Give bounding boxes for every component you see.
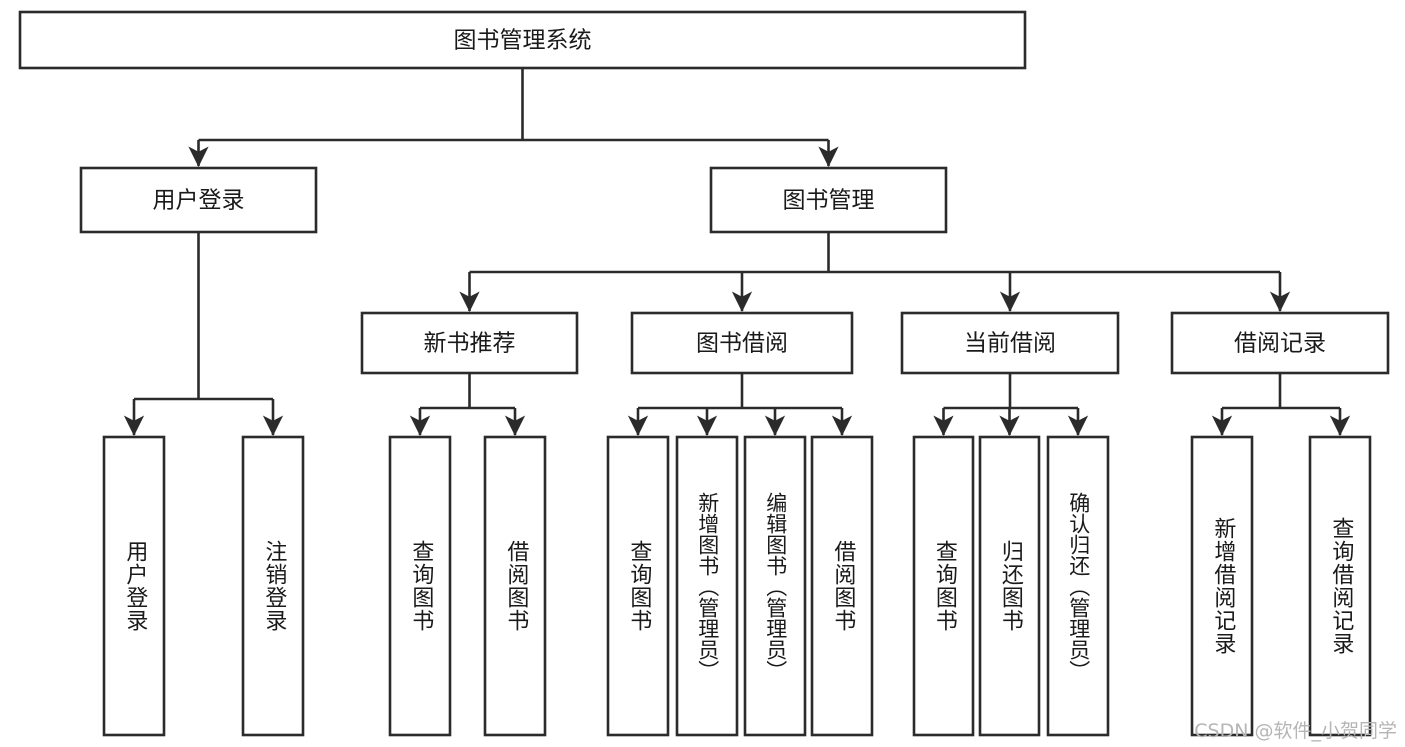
node-box-book-management[interactable] xyxy=(709,166,948,234)
node-box-leaf-return-book[interactable] xyxy=(978,435,1041,737)
node-box-leaf-user-logout[interactable] xyxy=(241,435,305,737)
node-box-borrow-record[interactable] xyxy=(1170,311,1390,375)
node-label-user-login: 用户登录 xyxy=(153,188,245,214)
node-box-leaf-query-book-rec[interactable] xyxy=(388,435,452,737)
node-box-user-login[interactable] xyxy=(79,166,318,234)
node-box-root[interactable] xyxy=(18,10,1027,70)
node-label-book-management: 图书管理 xyxy=(783,188,875,214)
node-box-leaf-query-book-bor[interactable] xyxy=(606,435,670,737)
watermark-text: CSDN @软件_小贺同学 xyxy=(1194,720,1397,742)
connectors-layer xyxy=(123,68,1351,436)
node-box-book-borrow[interactable] xyxy=(630,311,854,375)
node-label-borrow-record: 借阅记录 xyxy=(1234,331,1326,357)
node-label-current-borrow: 当前借阅 xyxy=(964,331,1056,357)
node-box-leaf-add-record[interactable] xyxy=(1190,435,1254,737)
node-box-leaf-query-book-cur[interactable] xyxy=(912,435,975,737)
node-label-new-book-recommend: 新书推荐 xyxy=(424,331,516,357)
node-box-leaf-query-record[interactable] xyxy=(1308,435,1372,737)
node-label-root: 图书管理系统 xyxy=(454,28,592,54)
node-box-current-borrow[interactable] xyxy=(900,311,1120,375)
node-label-book-borrow: 图书借阅 xyxy=(696,331,788,357)
node-box-leaf-borrow-book-rec[interactable] xyxy=(483,435,547,737)
node-box-new-book-recommend[interactable] xyxy=(360,311,579,375)
node-box-leaf-confirm-return[interactable] xyxy=(1046,435,1110,737)
node-box-leaf-add-book[interactable] xyxy=(675,435,739,737)
node-box-leaf-borrow-book-bor[interactable] xyxy=(810,435,874,737)
node-box-leaf-user-login[interactable] xyxy=(102,435,166,737)
node-box-leaf-edit-book[interactable] xyxy=(743,435,807,737)
